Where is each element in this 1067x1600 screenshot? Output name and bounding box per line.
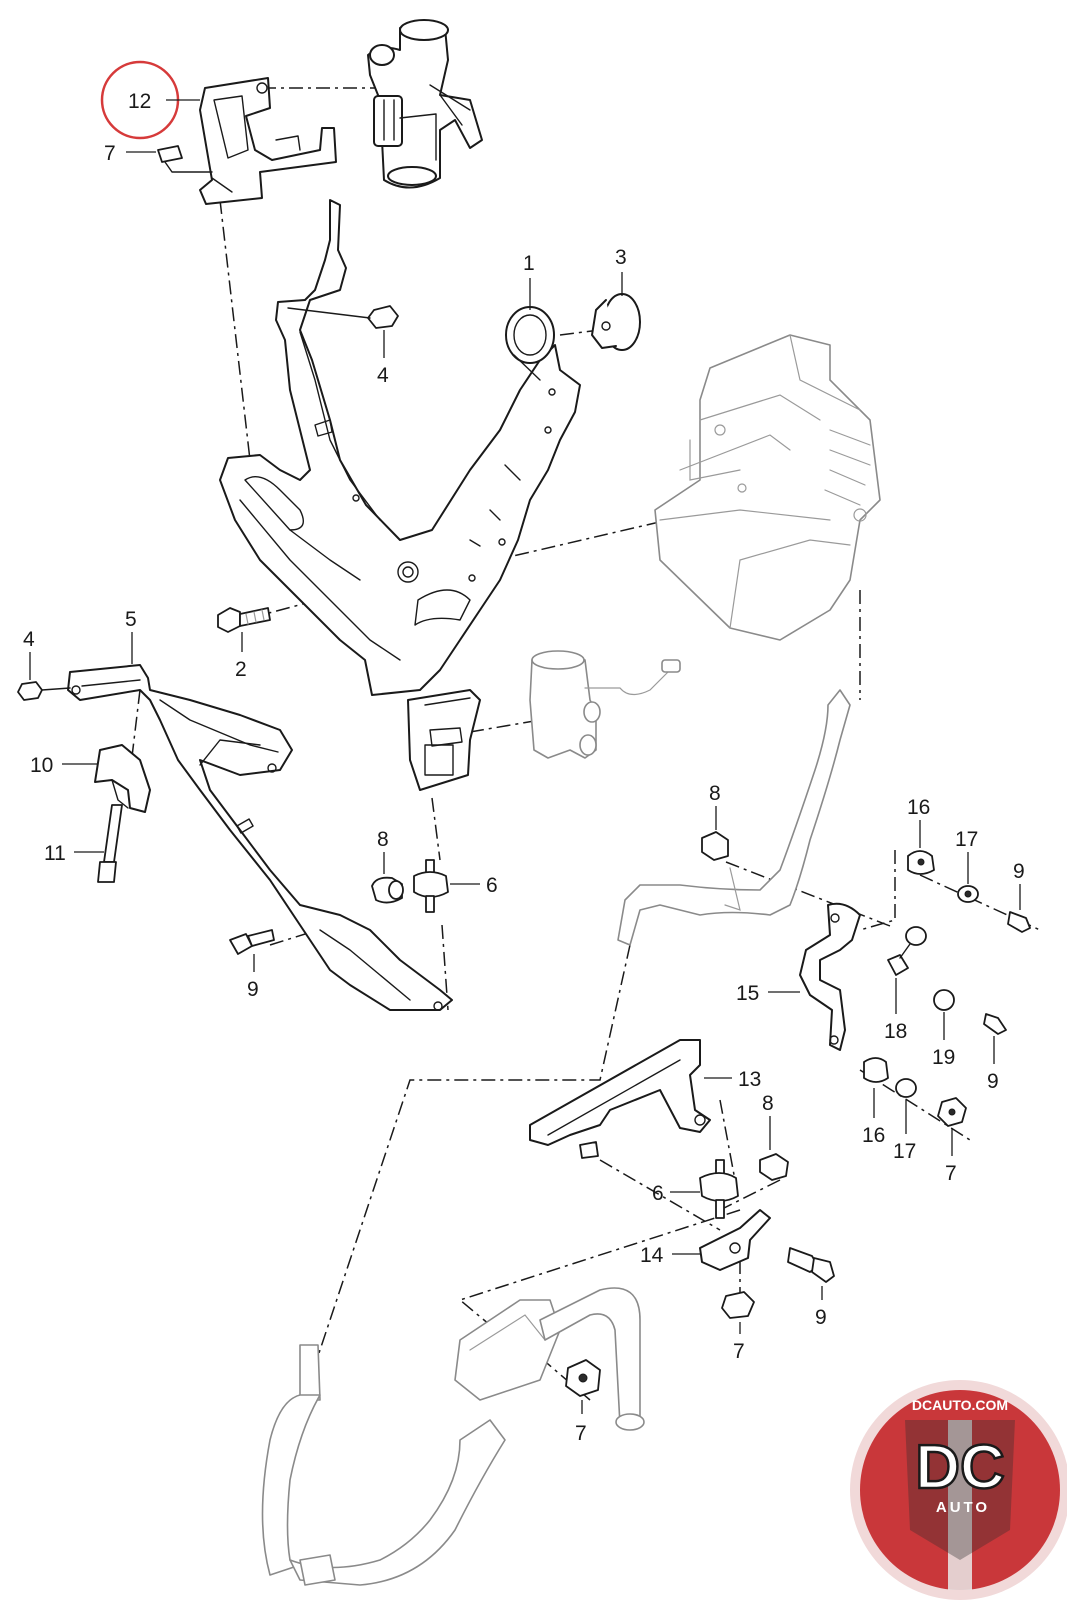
callout-15: 15	[736, 982, 759, 1005]
callout-4: 4	[377, 364, 389, 387]
callout-8: 8	[709, 782, 721, 805]
callouts: 12 7 1 3 4 5 4 2 10 11 8 6 9 8 16 17 9	[23, 60, 1025, 1445]
callout-16: 16	[862, 1124, 885, 1147]
part-16-grommet-lower	[863, 1057, 889, 1083]
part-6-mount-left	[413, 859, 449, 913]
part-16-grommet-top	[907, 850, 935, 875]
part-8-spacer-lower	[759, 1153, 789, 1181]
main-bracket	[219, 199, 581, 696]
callout-9: 9	[247, 978, 259, 1001]
logo-wordmark: AUTO	[936, 1499, 990, 1516]
callout-13: 13	[738, 1068, 761, 1091]
callout-18: 18	[884, 1020, 907, 1043]
callout-7: 7	[575, 1422, 587, 1445]
part-8-spacer-left	[371, 876, 404, 904]
part-6-mount-lower	[699, 1159, 739, 1219]
callout-10: 10	[30, 754, 53, 777]
callout-7: 7	[104, 142, 116, 165]
callout-8: 8	[377, 828, 389, 851]
part-7-nut-right	[937, 1097, 967, 1127]
callout-6: 6	[486, 874, 498, 897]
part-9-bolt-lower	[787, 1247, 835, 1283]
callout-2: 2	[235, 658, 247, 681]
part-11-long-bolt	[97, 804, 123, 883]
callout-9: 9	[1013, 860, 1025, 883]
callout-16: 16	[907, 796, 930, 819]
part-7-nut-bottom	[565, 1359, 601, 1397]
callout-14: 14	[640, 1244, 664, 1267]
part-14-small-bracket	[699, 1209, 771, 1271]
part-7-nut-top	[157, 145, 213, 173]
part-4-clip-top	[287, 305, 399, 329]
callout-7: 7	[945, 1162, 957, 1185]
callout-17: 17	[955, 828, 978, 851]
logo-shield	[905, 1420, 1015, 1560]
callout-17: 17	[893, 1140, 916, 1163]
callout-19: 19	[932, 1046, 955, 1069]
dcauto-logo: DCAUTO.COM DC AUTO	[850, 1380, 1067, 1600]
part-18-ring-terminal	[887, 926, 927, 976]
pump-bracket	[407, 689, 481, 791]
part-9-bolt-right-top	[1007, 911, 1031, 933]
callout-7: 7	[733, 1340, 745, 1363]
part-9-bolt-left	[229, 929, 275, 955]
part-17-washer-lower	[895, 1078, 917, 1098]
callout-4: 4	[23, 628, 35, 651]
callout-9: 9	[987, 1070, 999, 1093]
callout-12: 12	[128, 90, 151, 113]
logo-stripe	[948, 1420, 972, 1590]
callout-11: 11	[44, 842, 66, 865]
part-5-support-bracket	[67, 664, 453, 1011]
part-8-spacer-right	[701, 831, 729, 861]
part-17-washer-top	[957, 885, 979, 903]
callout-6: 6	[652, 1182, 664, 1205]
callout-8: 8	[762, 1092, 774, 1115]
part-7-nut-lower	[721, 1291, 755, 1319]
callout-1: 1	[523, 252, 535, 275]
part-4-clip-left	[17, 681, 71, 701]
callout-5: 5	[125, 608, 137, 631]
part-2-bolt	[217, 607, 271, 633]
callout-3: 3	[615, 246, 627, 269]
part-15-mount-bracket	[799, 902, 861, 1051]
part-12-valve-bracket	[199, 77, 337, 205]
coolant-valve	[367, 19, 483, 189]
callout-9: 9	[815, 1306, 827, 1329]
part-19-washer	[933, 989, 955, 1011]
circulation-pump	[529, 650, 681, 759]
part-9-bolt-right-mid	[983, 1013, 1007, 1035]
logo-url-text: DCAUTO.COM	[912, 1397, 1008, 1413]
part-13-heat-shield-bracket	[529, 1039, 711, 1159]
heater-unit	[654, 334, 881, 641]
logo-monogram: DC	[915, 1433, 1005, 1502]
part-3-plug	[591, 293, 641, 351]
coolant-hoses	[261, 689, 851, 1586]
part-10-clamp	[94, 744, 151, 813]
